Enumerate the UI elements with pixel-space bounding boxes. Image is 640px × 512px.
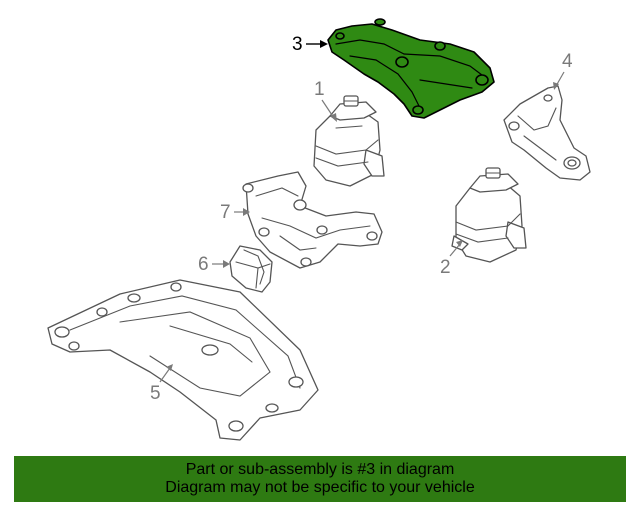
leader-line-5 [159,367,171,383]
callout-4[interactable]: 4 [562,51,573,72]
callout-5[interactable]: 5 [150,383,161,404]
part-2-engine-mount[interactable] [451,167,527,263]
banner-line-disclaimer: Diagram may not be specific to your vehi… [165,479,475,496]
banner-line-part: Part or sub-assembly is #3 in diagram [185,461,455,478]
callout-2[interactable]: 2 [440,257,451,278]
leader-arrow-5 [166,364,173,371]
part-6-rubber-mount[interactable] [229,245,273,293]
part-1-engine-mount[interactable] [313,95,385,187]
leader-arrow-4 [553,82,559,90]
part-4-mount-bracket[interactable] [503,85,591,181]
leader-arrow-2 [456,240,463,247]
leader-arrow-7 [243,208,250,216]
part-7-bracket[interactable] [242,171,383,269]
leader-line-2 [449,243,461,257]
callout-1[interactable]: 1 [314,79,325,100]
callout-6[interactable]: 6 [198,254,209,275]
parts-diagram-drawing [47,18,591,441]
part-5-crossmember[interactable] [47,279,319,441]
callout-7[interactable]: 7 [220,202,231,223]
info-banner: Part or sub-assembly is #3 in diagram Di… [14,456,626,502]
parts-diagram [47,18,591,441]
leader-arrow-6 [223,260,230,268]
callout-3[interactable]: 3 [292,34,303,55]
leader-arrow-1 [330,113,337,122]
leader-arrow-3 [320,40,328,48]
part-3-support-arm-highlighted[interactable] [327,18,495,119]
